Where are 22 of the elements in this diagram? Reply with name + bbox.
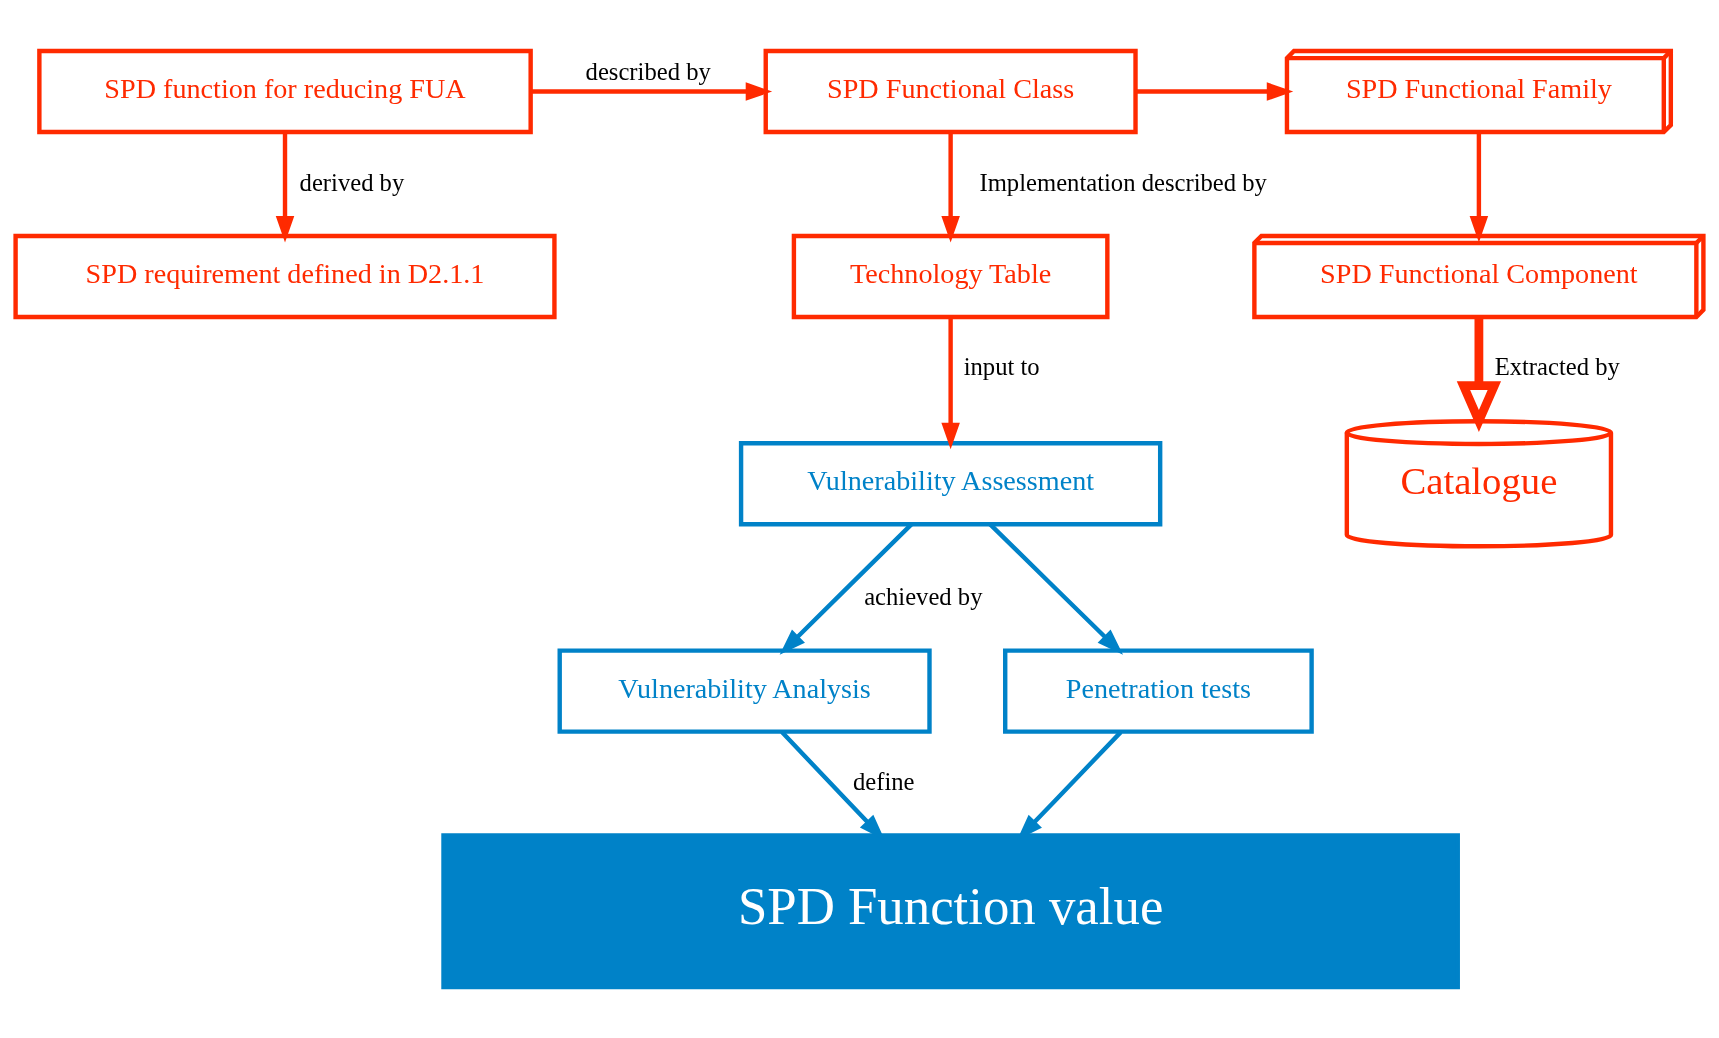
node-box: Vulnerability Analysis xyxy=(557,648,932,734)
arrow xyxy=(1135,82,1294,101)
arrow xyxy=(941,317,960,450)
edge-label: described by xyxy=(585,57,711,85)
node-box: Vulnerability Assessment xyxy=(738,441,1163,527)
edge-label: Extracted by xyxy=(1494,353,1620,381)
edge-label: input to xyxy=(963,353,1040,381)
node-box: SPD Function value xyxy=(441,833,1460,990)
arrow xyxy=(941,132,960,243)
node-box: Technology Table xyxy=(791,233,1110,320)
node-box: Penetration tests xyxy=(1003,648,1314,734)
edge-label: achieved by xyxy=(864,583,983,611)
node-box: SPD Functional Class xyxy=(763,48,1138,135)
arrow xyxy=(530,82,773,101)
node-box: SPD function for reducing FUA xyxy=(37,48,533,135)
edge-label: Implementation described by xyxy=(979,168,1267,196)
edge-label: derived by xyxy=(299,168,405,196)
arrow xyxy=(275,132,295,243)
node-box: SPD requirement defined in D2.1.1 xyxy=(13,233,557,320)
arrow xyxy=(1469,132,1489,243)
edge-label: define xyxy=(852,768,915,796)
arrow xyxy=(1456,317,1502,432)
